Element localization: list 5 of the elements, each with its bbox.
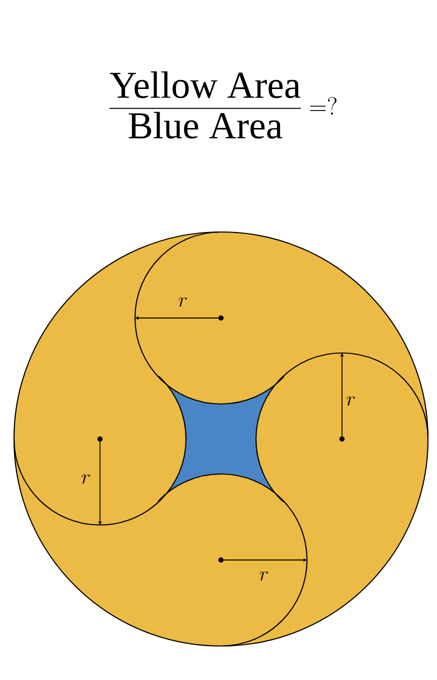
dimension-label: $r$ [346, 396, 355, 406]
title: $\frac{\text{Yellow Area}}{\text{Blue Area}} = ?$ [110, 71, 336, 139]
dimension-label: $r$ [178, 297, 187, 307]
dimension-label: $r$ [82, 474, 90, 484]
dimension-label: $r$ [260, 571, 268, 581]
